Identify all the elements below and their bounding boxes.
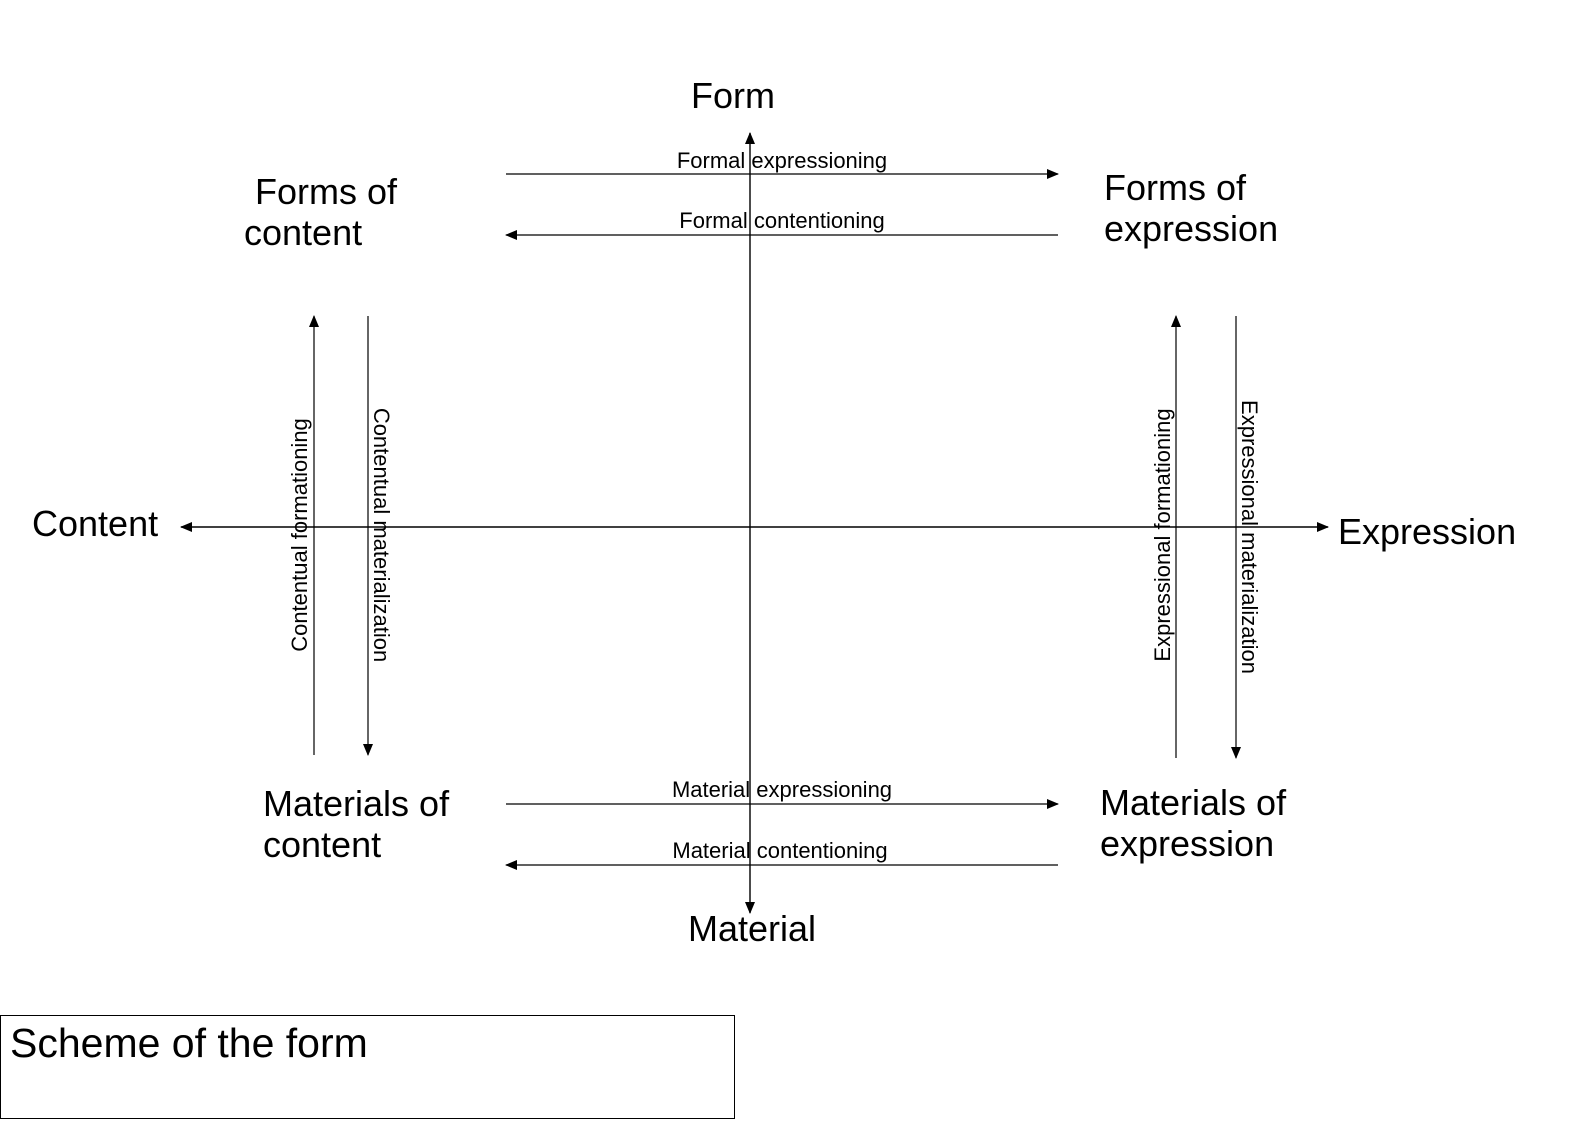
node-forms-of-content-line1: Forms of	[255, 171, 398, 212]
node-materials-of-content-line2: content	[263, 824, 381, 865]
material-expressioning-label: Material expressioning	[672, 777, 892, 802]
formal-contentioning-label: Formal contentioning	[679, 208, 884, 233]
node-materials-of-content-line1: Materials of	[263, 783, 450, 824]
node-materials-of-expression-line2: expression	[1100, 823, 1274, 864]
expressional-materialization-label: Expressional materialization	[1237, 400, 1262, 674]
caption-title: Scheme of the form	[10, 1020, 368, 1066]
axis-label-form: Form	[691, 75, 775, 116]
node-forms-of-expression-line1: Forms of	[1104, 167, 1247, 208]
expressional-formationing-label: Expressional formationing	[1150, 408, 1175, 661]
node-materials-of-expression-line1: Materials of	[1100, 782, 1287, 823]
contentual-materialization-label: Contentual materialization	[369, 408, 394, 662]
contentual-formationing-label: Contentual formationing	[287, 418, 312, 652]
node-forms-of-content-line2: content	[244, 212, 362, 253]
axis-label-expression: Expression	[1338, 511, 1516, 552]
caption-box: Scheme of the form	[0, 1015, 735, 1119]
axis-label-content: Content	[32, 503, 158, 544]
formal-expressioning-label: Formal expressioning	[677, 148, 887, 173]
axis-label-material: Material	[688, 908, 816, 949]
node-forms-of-expression-line2: expression	[1104, 208, 1278, 249]
material-contentioning-label: Material contentioning	[672, 838, 887, 863]
